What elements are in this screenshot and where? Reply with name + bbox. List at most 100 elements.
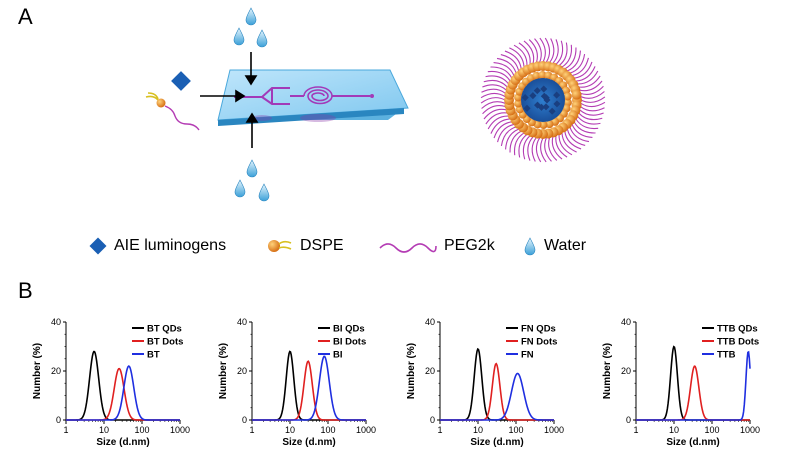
x-tick-label: 10 bbox=[473, 425, 483, 435]
peg-chain bbox=[579, 109, 604, 116]
peg-chain bbox=[571, 124, 593, 138]
series-line bbox=[636, 350, 751, 421]
legend-label: DSPE bbox=[300, 237, 344, 254]
aie-diamond bbox=[533, 87, 541, 95]
peg-chain bbox=[569, 53, 586, 74]
flow-arrows bbox=[200, 52, 259, 148]
dspe-bead bbox=[539, 120, 548, 129]
x-tick-label: 1 bbox=[437, 425, 442, 435]
peg-chain bbox=[531, 137, 537, 162]
peg-chain bbox=[487, 70, 511, 82]
peg-chain bbox=[544, 37, 551, 63]
peg-chain bbox=[580, 96, 606, 103]
series-line bbox=[440, 362, 554, 421]
droplet-icon bbox=[524, 237, 536, 256]
peg-chain bbox=[482, 105, 506, 115]
panel-label-b: B bbox=[18, 278, 33, 303]
legend-item-peg: PEG2k bbox=[378, 236, 495, 256]
peg-chain bbox=[513, 44, 528, 66]
peg-chain bbox=[577, 70, 599, 85]
peg-chain bbox=[504, 50, 522, 69]
peg-chain bbox=[527, 136, 534, 161]
y-tick-label: 40 bbox=[621, 317, 631, 327]
peg-chain bbox=[561, 44, 573, 68]
peg-chain bbox=[580, 101, 606, 108]
y-axis-label: Number (%) bbox=[602, 343, 613, 399]
x-tick-label: 100 bbox=[134, 425, 149, 435]
series-line bbox=[636, 365, 750, 421]
peg-chain bbox=[552, 39, 559, 64]
peg-chain bbox=[558, 134, 573, 156]
peg-chain bbox=[480, 97, 506, 104]
peg-chain bbox=[548, 137, 558, 161]
legend-entry: BI bbox=[333, 350, 343, 361]
x-tick-label: 100 bbox=[508, 425, 523, 435]
series-line bbox=[440, 372, 554, 421]
peg-chain bbox=[574, 61, 593, 79]
series-line bbox=[440, 347, 554, 421]
peg-chain bbox=[564, 131, 582, 150]
aie-diamond bbox=[529, 92, 537, 100]
water-droplets-top bbox=[233, 7, 268, 48]
legend-entry: TTB bbox=[717, 350, 736, 361]
peg-chain bbox=[481, 101, 506, 109]
y-tick-label: 20 bbox=[425, 366, 435, 376]
dspe-bead bbox=[532, 71, 541, 80]
peg-chain bbox=[579, 80, 603, 92]
peg-chain bbox=[539, 37, 546, 63]
peg-chain bbox=[509, 130, 522, 153]
legend-entry: BT QDs bbox=[147, 324, 182, 335]
x-axis-label: Size (d.nm) bbox=[666, 437, 719, 448]
microfluidic-chip bbox=[217, 69, 409, 126]
legend-entry: TTB Dots bbox=[717, 337, 759, 348]
dspe-bead bbox=[571, 89, 582, 100]
x-tick-label: 1 bbox=[633, 425, 638, 435]
peg-chain bbox=[571, 57, 589, 77]
peg-chain bbox=[549, 38, 555, 63]
y-tick-label: 20 bbox=[51, 366, 61, 376]
x-axis-label: Size (d.nm) bbox=[96, 437, 149, 448]
peg-chain bbox=[483, 108, 507, 120]
legend-entry: FN QDs bbox=[521, 324, 556, 335]
peg-chain bbox=[493, 62, 515, 76]
legend-item-dspe: DSPE bbox=[266, 236, 344, 256]
peg-chain bbox=[480, 92, 506, 99]
peg-chain bbox=[577, 115, 601, 125]
legend-entry: BT Dots bbox=[147, 337, 183, 348]
y-tick-label: 40 bbox=[51, 317, 61, 327]
aie-diamond bbox=[553, 91, 561, 99]
peg-chain bbox=[490, 118, 511, 134]
series-line bbox=[252, 360, 366, 421]
legend: AIE luminogens DSPE PEG2k Water bbox=[88, 236, 728, 262]
legend-entry: TTB QDs bbox=[717, 324, 758, 335]
x-tick-label: 1000 bbox=[740, 425, 760, 435]
peg-chain bbox=[497, 123, 515, 143]
peg-chain bbox=[580, 85, 604, 95]
aie-diamond bbox=[553, 100, 561, 108]
dspe-bead bbox=[538, 71, 547, 80]
peg-chain bbox=[500, 54, 520, 72]
dspe-bead bbox=[545, 120, 554, 129]
series-line bbox=[252, 355, 366, 421]
legend-item-aie: AIE luminogens bbox=[88, 236, 226, 256]
peg-chain bbox=[569, 126, 590, 143]
dspe-bead bbox=[563, 92, 572, 101]
wave-icon bbox=[379, 243, 437, 253]
peg-chain bbox=[505, 128, 519, 150]
peg-chain bbox=[534, 38, 542, 63]
x-tick-label: 10 bbox=[99, 425, 109, 435]
peg-chain bbox=[528, 39, 538, 63]
legend-item-water: Water bbox=[522, 236, 586, 256]
peg-chain bbox=[500, 126, 517, 147]
aie-diamond bbox=[540, 85, 548, 93]
y-tick-label: 0 bbox=[56, 415, 61, 425]
legend-label: PEG2k bbox=[444, 237, 495, 254]
peg-chain bbox=[555, 40, 564, 65]
y-axis-label: Number (%) bbox=[32, 343, 43, 399]
legend-entry: FN Dots bbox=[521, 337, 557, 348]
